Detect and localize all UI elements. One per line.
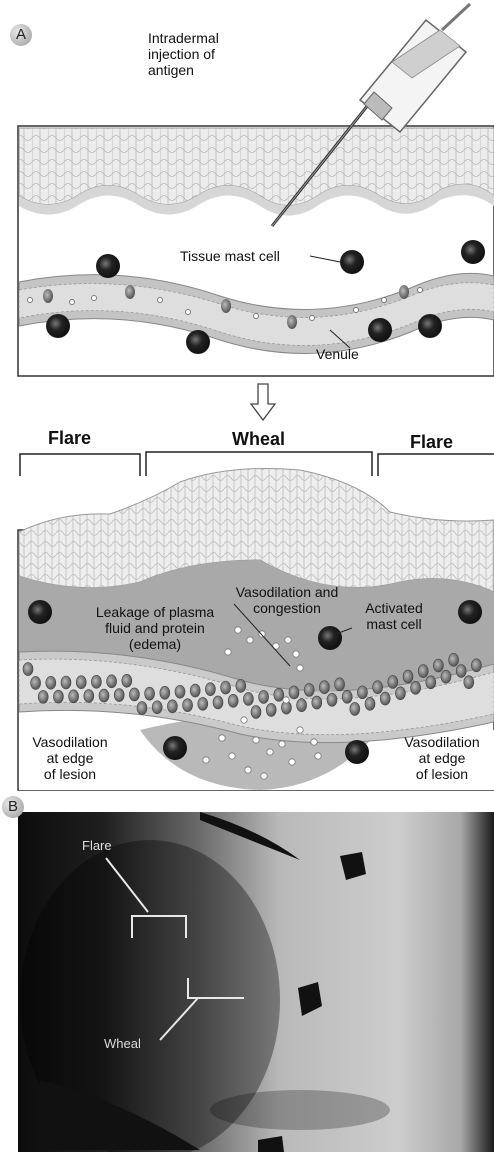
injection-label: Intradermal injection of antigen xyxy=(148,30,219,78)
vasodilation-left-label: Vasodilation at edge of lesion xyxy=(18,734,122,782)
down-arrow-icon xyxy=(251,384,275,420)
vasodilation-right-label: Vasodilation at edge of lesion xyxy=(390,734,494,782)
flare-right-label: Flare xyxy=(410,432,453,453)
panel-a-letter: A xyxy=(10,24,32,46)
photo-flare-label: Flare xyxy=(82,838,112,853)
panel-b-letter: B xyxy=(2,796,24,818)
photo-wheal-label: Wheal xyxy=(104,1036,141,1051)
tissue-mast-cell-label: Tissue mast cell xyxy=(180,248,280,264)
flare-left-label: Flare xyxy=(48,428,91,449)
wheal-label: Wheal xyxy=(232,429,285,450)
activated-mast-cell-label: Activated mast cell xyxy=(348,600,440,632)
leakage-label: Leakage of plasma fluid and protein (ede… xyxy=(70,604,240,652)
venule-label: Venule xyxy=(316,346,359,362)
